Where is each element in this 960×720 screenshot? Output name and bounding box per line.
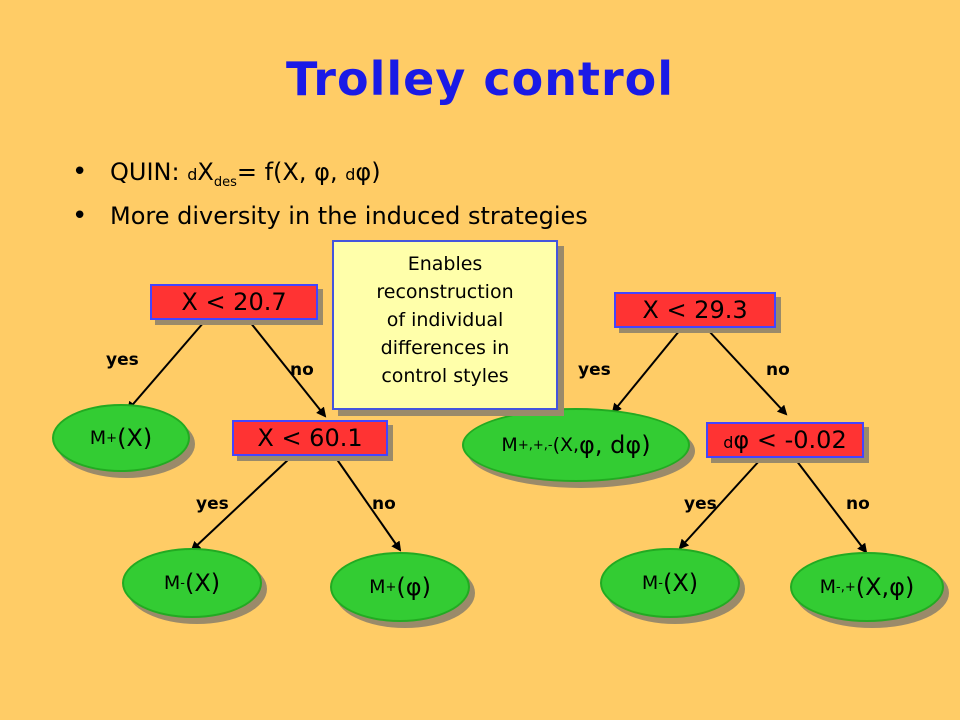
edge-right-root-yes: [611, 329, 681, 414]
callout-line: Enables: [407, 253, 483, 275]
edge-left-node2-no: [335, 457, 402, 552]
left-leaf-m-plus-x: M+(X): [52, 404, 190, 472]
right-root-condition: X < 29.3: [614, 292, 776, 328]
callout-line: of individual: [386, 309, 504, 331]
leaf-arg: (X): [662, 569, 699, 597]
bullet-diversity: More diversity in the induced strategies: [72, 199, 588, 243]
edge-left-root-no: [249, 321, 327, 418]
slide-title: Trolley control: [285, 52, 674, 106]
right-root-yes-label: yes: [578, 360, 611, 380]
right-node2-yes-label: yes: [684, 494, 717, 514]
leaf-sup: -: [180, 575, 185, 591]
quin-des: des: [213, 174, 237, 190]
leaf-sup: -: [658, 575, 663, 591]
leaf-m: M: [501, 434, 518, 456]
callout-line: control styles: [381, 365, 509, 387]
quin-prefix: QUIN:: [110, 158, 188, 186]
edge-right-node2-no: [795, 459, 868, 554]
quin-d2: d: [345, 165, 356, 184]
leaf-arg: (X,φ): [855, 573, 915, 601]
quin-comma: ,: [329, 158, 346, 186]
right-node2-no-label: no: [846, 494, 870, 514]
leaf-sup: +: [385, 579, 397, 595]
right-leaf-m-minus-x: M-(X): [600, 548, 740, 618]
right-leaf-m-minus-plus: M-,+(X,φ): [790, 552, 944, 622]
right-root-no-label: no: [766, 360, 790, 380]
edge-right-root-no: [707, 329, 788, 416]
bullet-diversity-text: More diversity in the induced strategies: [110, 202, 588, 230]
leaf-arg: (X): [117, 424, 153, 452]
leaf-m: M: [819, 576, 837, 598]
leaf-m: M: [163, 572, 181, 594]
left-node2-no-label: no: [372, 494, 396, 514]
callout-note: Enables reconstruction of individual dif…: [332, 240, 558, 410]
leaf-arg: (X): [184, 569, 221, 597]
edge-right-node2-yes: [678, 459, 761, 550]
quin-x: X: [197, 158, 214, 186]
callout-line: differences in: [380, 337, 510, 359]
right-leaf-m-multi: M+,+,-(X, φ, dφ): [462, 408, 690, 482]
right-node2-condition: dφ < -0.02: [706, 422, 864, 458]
callout-line: reconstruction: [376, 281, 514, 303]
leaf-m: M: [369, 576, 386, 598]
edge-left-node2-yes: [190, 457, 291, 552]
leaf-arg-x: (X,: [552, 434, 580, 456]
leaf-arg: (φ): [396, 573, 431, 601]
leaf-sup: -,+: [836, 579, 856, 595]
quin-rest: = f(X,: [236, 158, 315, 186]
left-node2-condition: X < 60.1: [232, 420, 388, 456]
quin-close: ): [371, 158, 381, 186]
left-root-condition: X < 20.7: [150, 284, 318, 320]
quin-d: d: [187, 165, 198, 184]
leaf-arg-rest: φ, dφ): [579, 431, 651, 459]
bullet-quin: QUIN: dXdes= f(X, φ, dφ): [72, 155, 588, 199]
cond-rest: φ < -0.02: [733, 426, 847, 454]
left-leaf-m-plus-phi: M+(φ): [330, 552, 470, 622]
leaf-sup: +,+,-: [517, 437, 553, 453]
cond-d: d: [723, 433, 734, 452]
leaf-m: M: [89, 427, 107, 449]
bullet-list: QUIN: dXdes= f(X, φ, dφ) More diversity …: [72, 155, 588, 243]
left-root-yes-label: yes: [106, 350, 139, 370]
left-node2-yes-label: yes: [196, 494, 229, 514]
leaf-m: M: [641, 572, 659, 594]
leaf-sup: +: [106, 430, 118, 446]
quin-phi2: φ: [355, 158, 372, 186]
edge-left-root-yes: [126, 321, 205, 412]
quin-phi: φ: [314, 158, 330, 186]
left-root-no-label: no: [290, 360, 314, 380]
left-leaf-m-minus-x: M-(X): [122, 548, 262, 618]
